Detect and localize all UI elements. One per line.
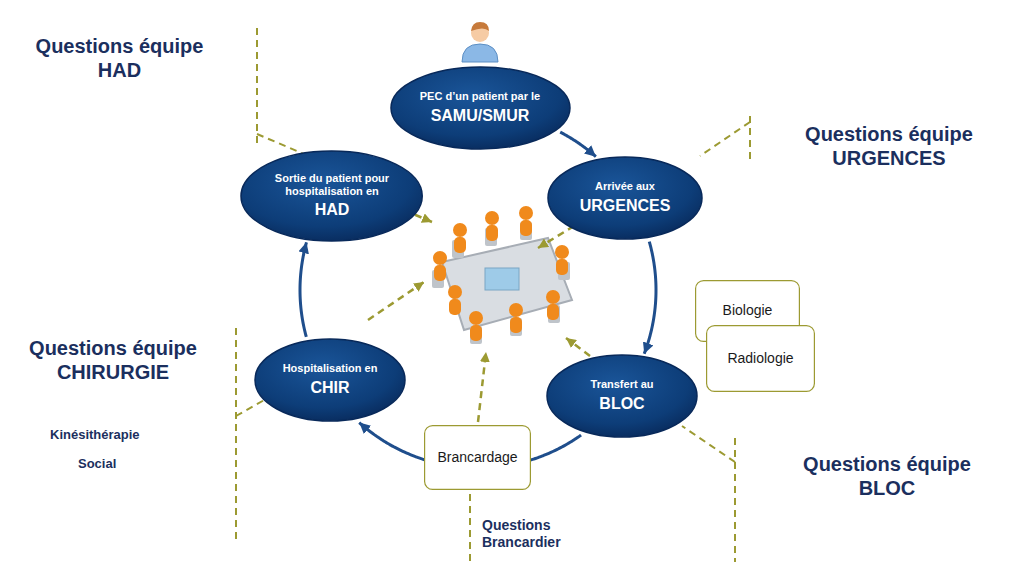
dashed-arrow bbox=[566, 338, 590, 356]
box-fill bbox=[425, 426, 531, 490]
meeting-illustration bbox=[432, 206, 572, 344]
resource-box: Radiologie bbox=[706, 325, 815, 392]
box-label: Brancardage bbox=[437, 449, 517, 466]
node-caption: Arrivée aux bbox=[595, 180, 655, 193]
leader-line bbox=[256, 28, 258, 148]
node-title: BLOC bbox=[599, 395, 644, 413]
process-ellipse: Arrivée auxURGENCES bbox=[547, 156, 703, 240]
dashed-arrow bbox=[368, 282, 424, 320]
flow-arrow bbox=[644, 242, 656, 354]
node-caption: PEC d’un patient par le bbox=[420, 90, 540, 103]
team-question-heading: Questions équipe BLOC bbox=[776, 452, 998, 500]
team-question-note: Questions Brancardier bbox=[482, 517, 582, 551]
node-caption: Transfert au bbox=[591, 378, 654, 391]
node-caption: Sortie du patient pour hospitalisation e… bbox=[271, 172, 393, 197]
flow-arrow bbox=[560, 132, 596, 157]
process-ellipse: PEC d’un patient par le SAMU/SMUR bbox=[390, 66, 571, 150]
leader-line bbox=[469, 494, 471, 564]
node-title: SAMU/SMUR bbox=[431, 107, 530, 125]
box-label: Biologie bbox=[723, 302, 773, 319]
leader-line bbox=[700, 122, 750, 156]
process-ellipse: Transfert au BLOC bbox=[546, 354, 698, 438]
team-question-note: Social bbox=[78, 456, 158, 472]
ellipse-fill bbox=[241, 151, 422, 241]
team-question-heading: Questions équipe HAD bbox=[12, 34, 227, 82]
person-hair bbox=[471, 22, 489, 31]
process-ellipse: Sortie du patient pour hospitalisation e… bbox=[240, 150, 423, 242]
node-title: URGENCES bbox=[580, 197, 671, 215]
ellipse-fill bbox=[255, 339, 405, 421]
ellipse-fill bbox=[547, 355, 697, 437]
leader-line bbox=[235, 328, 237, 542]
node-title: CHIR bbox=[310, 379, 349, 397]
leader-lines bbox=[236, 28, 750, 564]
leader-line bbox=[734, 438, 736, 562]
person-body bbox=[462, 44, 498, 62]
leader-line bbox=[682, 426, 735, 462]
dashed-arrow bbox=[478, 352, 486, 422]
ellipse-fill bbox=[548, 157, 702, 239]
node-caption: Hospitalisation en bbox=[283, 362, 378, 375]
dashed-arrow bbox=[538, 226, 574, 248]
box-label: Radiologie bbox=[727, 350, 793, 367]
person-icon bbox=[462, 22, 498, 62]
team-question-heading: Questions équipe CHIRURGIE bbox=[2, 336, 224, 384]
node-title: HAD bbox=[315, 201, 350, 219]
resource-box: Brancardage bbox=[424, 425, 531, 490]
team-question-note: Kinésithérapie bbox=[50, 427, 180, 443]
box-fill bbox=[707, 326, 815, 392]
people bbox=[433, 206, 569, 341]
ellipse-fill bbox=[391, 67, 570, 149]
flow-arrow bbox=[300, 242, 307, 337]
table-screen bbox=[485, 268, 519, 290]
meeting-table bbox=[442, 238, 572, 330]
process-ellipse: Hospitalisation en CHIR bbox=[254, 338, 406, 422]
team-question-heading: Questions équipe URGENCES bbox=[778, 122, 1000, 170]
